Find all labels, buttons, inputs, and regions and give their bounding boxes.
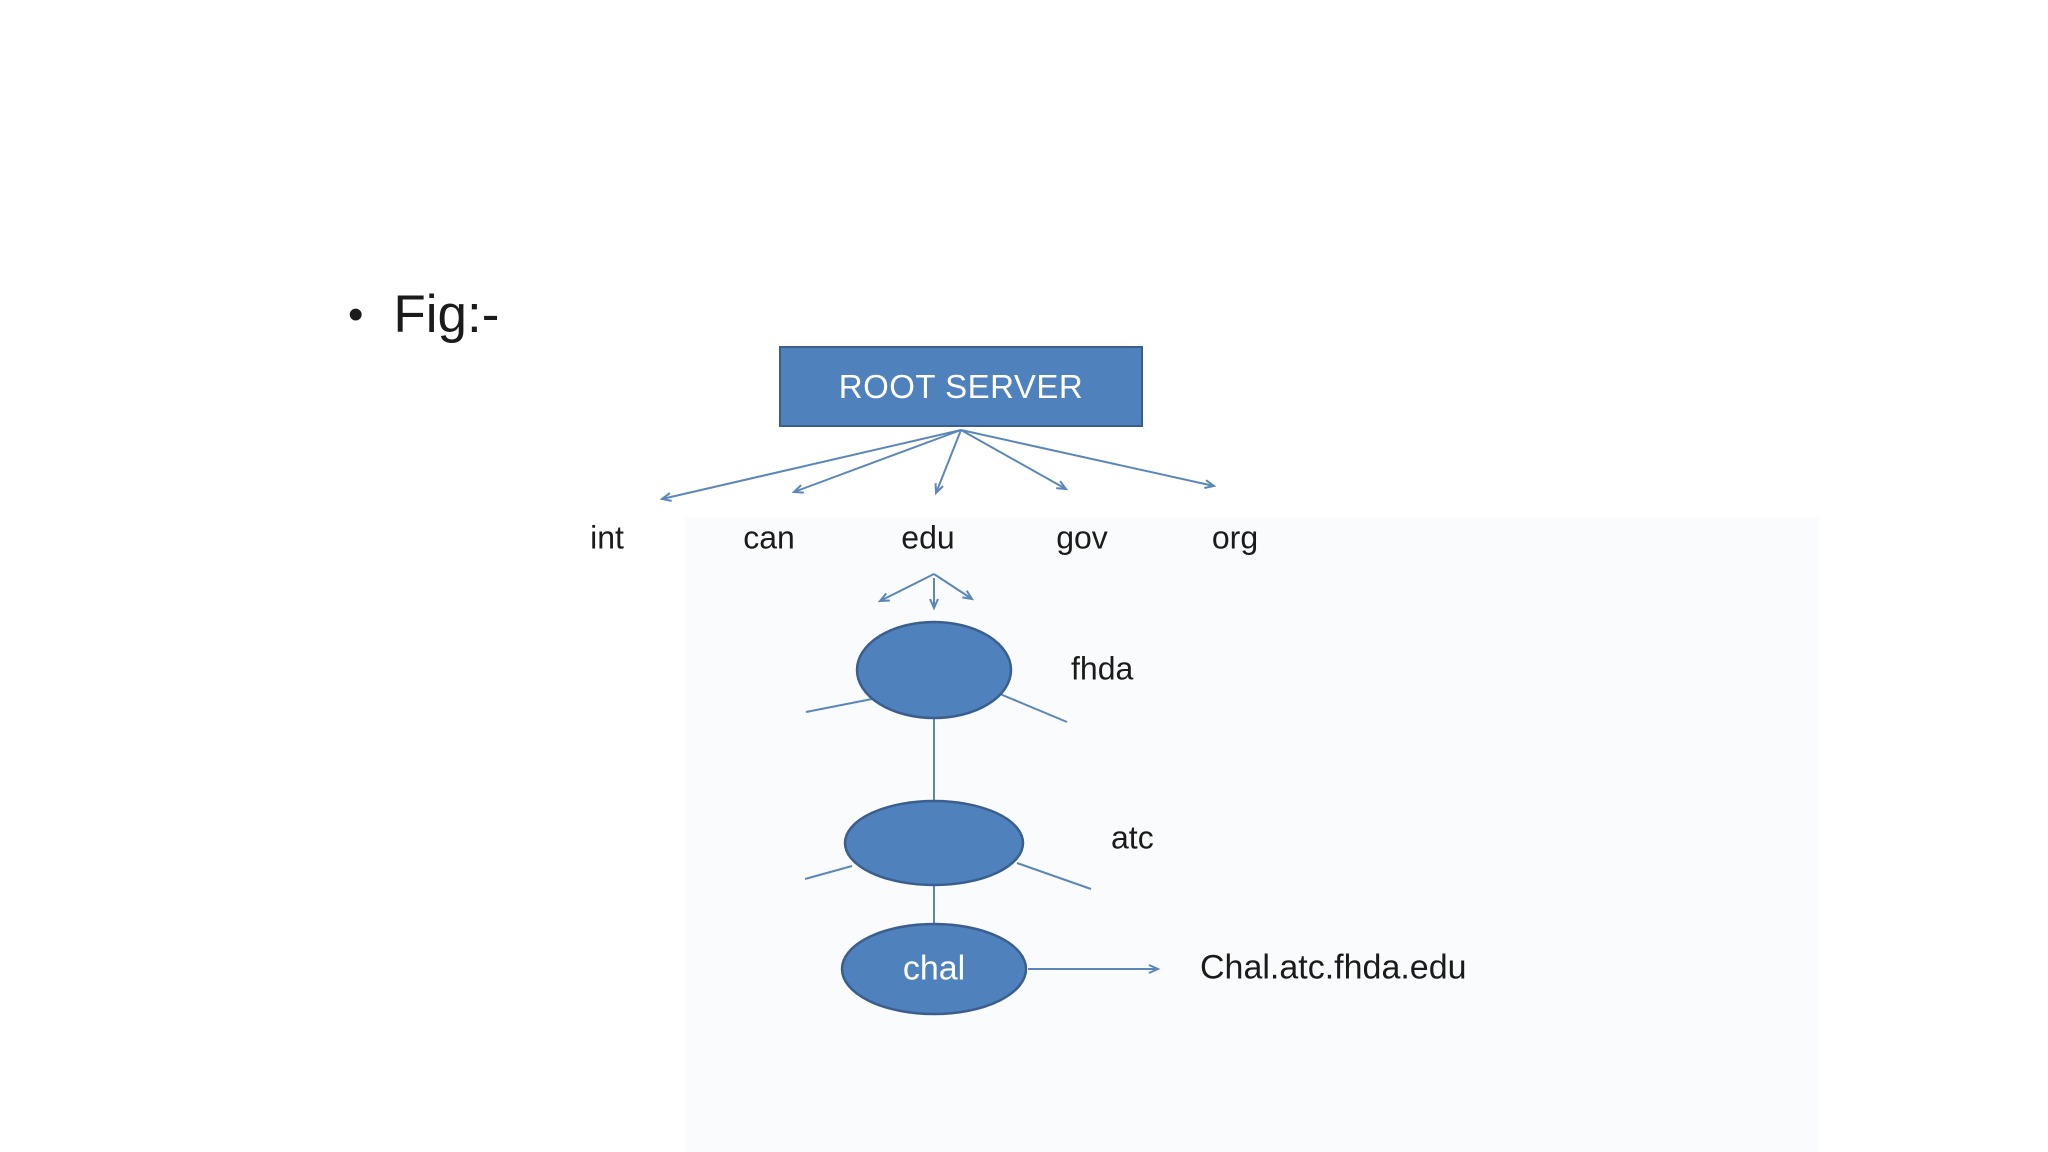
tld-label-int: int — [590, 519, 624, 556]
tld-label-org: org — [1211, 519, 1259, 556]
figure-caption: • Fig:- — [348, 284, 499, 345]
arrow-root-to-gov — [960, 429, 1069, 491]
stub-atc-right — [1016, 862, 1092, 890]
node-atc-ellipse — [843, 799, 1025, 887]
stub-fhda-left — [805, 698, 873, 713]
stub-atc-left — [804, 865, 853, 880]
node-fhda-ellipse — [855, 620, 1013, 720]
arrow-edu-branch-right — [933, 573, 975, 601]
arrow-root-to-org — [960, 429, 1217, 489]
figure-caption-text: Fig:- — [393, 285, 500, 344]
node-chal-ellipse — [840, 922, 1028, 1016]
arrow-root-to-int — [659, 429, 962, 502]
tld-label-can: can — [743, 519, 795, 556]
fqdn-label: Chal.atc.fhda.edu — [1200, 948, 1467, 987]
arrow-edu-branch-left — [877, 573, 935, 603]
node-label-fhda: fhda — [1071, 650, 1134, 687]
node-label-chal: chal — [902, 949, 966, 988]
tld-label-edu: edu — [901, 519, 955, 556]
stub-fhda-right — [999, 693, 1068, 723]
root-server-label: ROOT SERVER — [838, 367, 1084, 405]
arrow-root-to-edu — [934, 429, 962, 496]
root-server-box: ROOT SERVER — [779, 346, 1143, 427]
bullet-icon: • — [348, 289, 364, 339]
tld-label-gov: gov — [1056, 519, 1108, 556]
node-label-atc: atc — [1111, 819, 1154, 856]
arrow-root-to-can — [791, 429, 962, 494]
